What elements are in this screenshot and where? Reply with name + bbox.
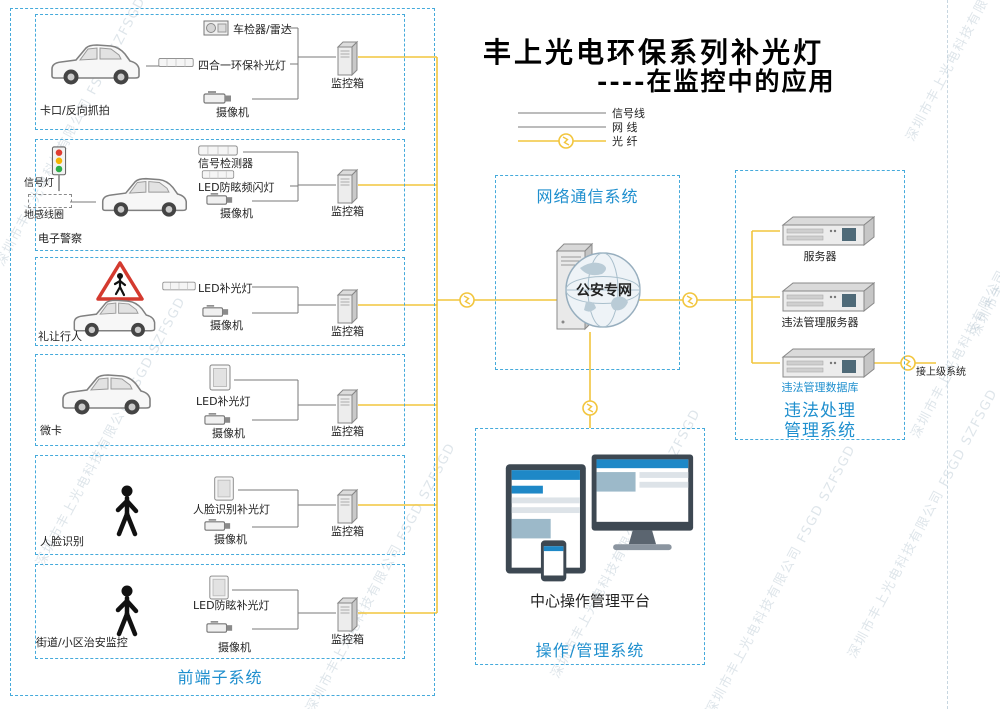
cabinet-label: 监控箱: [331, 77, 364, 90]
network-system-label: 网络通信系统: [536, 187, 639, 206]
cabinet-icon: [336, 596, 360, 632]
device-label: 摄像机: [220, 207, 253, 220]
fiber-node-icon: [582, 400, 598, 416]
watermark-text: 深圳市丰上光电科技有限公司 FSGD SZFSGD: [903, 0, 1000, 144]
violation-database-icon: [778, 346, 875, 380]
fill-light-icon: [158, 57, 194, 68]
page-title: 丰上光电环保系列补光灯: [483, 36, 825, 69]
legend-label-network: 网 线: [612, 121, 638, 134]
operation-system-label: 操作/管理系统: [535, 641, 645, 660]
frontend-subsystem-label: 前端子系统: [177, 668, 263, 687]
group-epolice-label: 电子警察: [38, 232, 82, 245]
group-street-label: 街道/小区治安监控: [36, 636, 128, 649]
cabinet-label: 监控箱: [331, 525, 364, 538]
violation-server-icon: [778, 280, 875, 314]
fiber-node-icon: [459, 292, 475, 308]
legend-label-fiber: 光 纤: [612, 135, 638, 148]
uplink-system-label: 接上级系统: [916, 367, 966, 378]
device-label: 四合一环保补光灯: [198, 59, 286, 72]
camera-icon: [204, 412, 232, 427]
group-face-label: 人脸识别: [40, 535, 84, 548]
fill-light-icon: [212, 476, 236, 502]
device-label: LED补光灯: [196, 395, 251, 408]
cabinet-label: 监控箱: [331, 325, 364, 338]
network-system-box: [495, 175, 680, 370]
car-icon: [96, 170, 192, 220]
watermark-text: 深圳市丰上光电科技有限公司 FSGD SZFSGD: [908, 166, 1000, 441]
frontend-subsystem-box: [10, 8, 435, 696]
watermark-text: 深圳市丰上光电科技有限公司 FSGD SZFSGD: [968, 64, 1000, 339]
device-label: LED防眩补光灯: [193, 599, 270, 612]
page-edge-line: [947, 0, 948, 709]
group-microcheckpoint-label: 微卡: [40, 424, 62, 437]
fill-light-icon: [162, 280, 196, 292]
device-label: LED补光灯: [198, 282, 253, 295]
signal-lamp-label: 信号灯: [24, 178, 54, 189]
cabinet-icon: [336, 388, 360, 424]
fiber-node-icon: [682, 292, 698, 308]
device-label: 摄像机: [218, 641, 251, 654]
group-checkpoint-label: 卡口/反向抓拍: [40, 104, 110, 117]
cabinet-icon: [336, 40, 360, 76]
management-platform-icon: [505, 454, 694, 582]
cabinet-icon: [336, 168, 360, 204]
group-street-box: [35, 564, 405, 659]
device-label: 车检器/雷达: [233, 23, 292, 36]
device-label: 摄像机: [210, 319, 243, 332]
violation-system-label-2: 管理系统: [784, 421, 856, 441]
device-label: 信号检测器: [198, 157, 253, 170]
operation-system-box: [475, 428, 705, 665]
group-face-box: [35, 455, 405, 555]
fill-light-icon: [208, 364, 232, 392]
legend-label-signal: 信号线: [612, 107, 645, 120]
group-yield-box: [35, 257, 405, 346]
camera-icon: [206, 620, 234, 635]
device-label: 摄像机: [212, 427, 245, 440]
group-checkpoint-box: [35, 14, 405, 130]
device-label: 人脸识别补光灯: [193, 503, 270, 516]
strobe-light-icon: [196, 170, 240, 179]
camera-icon: [202, 304, 230, 319]
group-yield-label: 礼让行人: [38, 330, 82, 343]
vehicle-detector-icon: [203, 20, 229, 36]
server-label: 服务器: [803, 250, 837, 263]
device-label: 摄像机: [214, 533, 247, 546]
cabinet-icon: [336, 488, 360, 524]
pedestrian-icon: [112, 484, 142, 540]
camera-icon: [206, 192, 234, 207]
pedestrian-icon: [112, 584, 142, 640]
violation-database-label: 违法管理数据库: [781, 381, 859, 394]
induction-coil-icon: [28, 194, 72, 208]
group-microcheckpoint-box: [35, 354, 405, 446]
violation-system-box: [735, 170, 905, 440]
globe-icon: [565, 252, 641, 328]
fill-light-icon: [208, 574, 230, 602]
cabinet-label: 监控箱: [331, 633, 364, 646]
signal-detector-icon: [195, 145, 241, 156]
car-icon: [45, 36, 145, 88]
watermark-text: 深圳市丰上光电科技有限公司 FSGD SZFSGD: [703, 442, 860, 709]
cabinet-label: 监控箱: [331, 425, 364, 438]
server-icon: [778, 214, 875, 248]
camera-icon: [204, 518, 232, 533]
induction-coil-label: 地感线圈: [24, 210, 64, 221]
platform-label: 中心操作管理平台: [529, 592, 650, 610]
police-network-label: 公安专网: [576, 283, 632, 299]
violation-system-label-1: 违法处理: [784, 401, 856, 421]
group-epolice-box: [35, 139, 405, 251]
device-label: 摄像机: [216, 106, 249, 119]
cabinet-label: 监控箱: [331, 205, 364, 218]
device-label: LED防眩频闪灯: [198, 181, 275, 194]
page-subtitle: ----在监控中的应用: [597, 67, 836, 96]
cabinet-icon: [336, 288, 360, 324]
violation-server-label: 违法管理服务器: [781, 316, 859, 329]
camera-icon: [203, 90, 233, 106]
car-icon: [56, 366, 156, 418]
fiber-node-icon: [558, 133, 574, 149]
